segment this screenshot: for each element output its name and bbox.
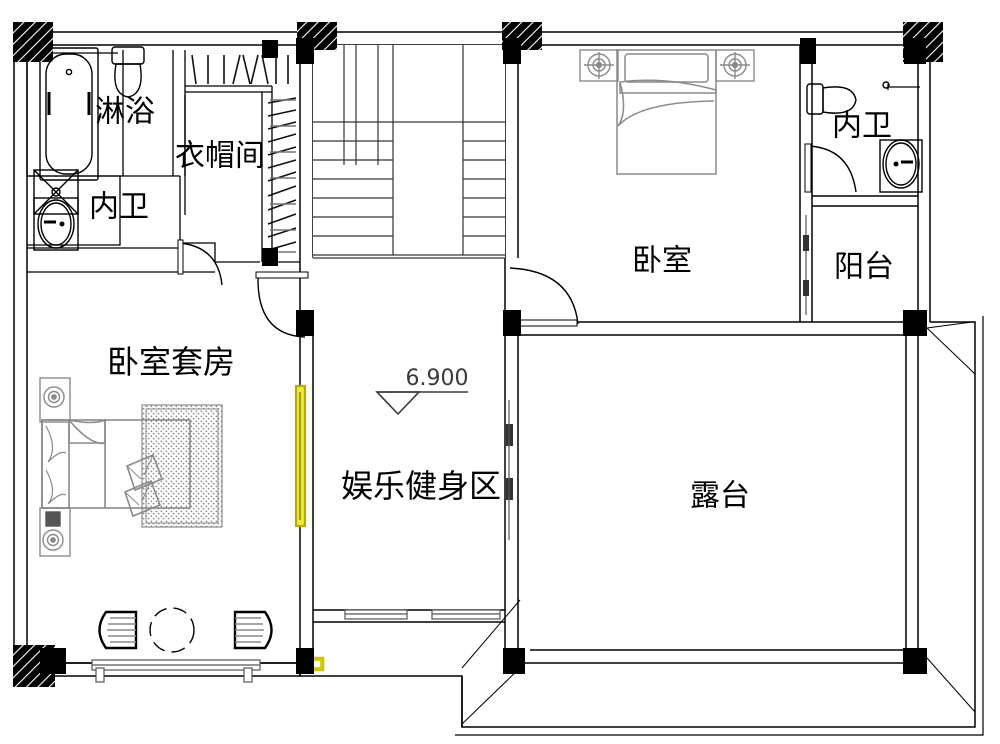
column-solid-i: [903, 310, 927, 336]
staircase: [313, 45, 505, 259]
washbasin-2: [879, 81, 923, 193]
bathtub: [39, 47, 99, 181]
elevation-marker: 6.900: [375, 366, 469, 416]
column-solid-e: [904, 38, 926, 64]
column-solid-l: [903, 648, 927, 674]
column-solid-f: [262, 248, 278, 266]
armchair-l: [98, 610, 138, 650]
room-label-terrace: 露台: [690, 479, 750, 514]
partition-bath-right: [180, 242, 260, 263]
bed-1: [616, 49, 717, 175]
column-solid-a: [262, 40, 278, 58]
door-bath-2[interactable]: [804, 143, 857, 193]
round-table: [149, 607, 195, 653]
column-solid-d: [800, 38, 816, 64]
roof-overhang-outline2: [455, 316, 984, 736]
toilet-1: [111, 46, 145, 98]
glass-wall-terrace: [506, 400, 513, 540]
room-label-inner-bath-2: 内卫: [832, 109, 892, 144]
room-label-inner-bath-1: 内卫: [89, 190, 149, 225]
stair-treads-left: [313, 121, 393, 256]
room-label-shower: 淋浴: [95, 95, 155, 130]
door-stair[interactable]: [255, 271, 309, 338]
nightstand-l: [579, 49, 619, 82]
room-label-group: 淋浴 衣帽间 内卫 卧室套房 娱乐健身区 卧室 内卫 阳台 露台: [89, 95, 894, 514]
elevation-value: 6.900: [406, 366, 469, 391]
door-closet[interactable]: [177, 239, 223, 286]
roof-overhang-outline: [300, 321, 976, 728]
window-yellow[interactable]: [294, 384, 307, 528]
column-solid-g: [296, 310, 314, 336]
column-solid-j: [296, 648, 314, 674]
room-label-bedroom: 卧室: [632, 244, 692, 279]
balcony-glass: [803, 215, 809, 315]
column-solid-k: [503, 648, 525, 674]
column-solid-c: [503, 38, 521, 64]
nightstand-r: [715, 49, 755, 82]
nightstand-suite-bottom: [39, 507, 71, 557]
roof-diagonals: [461, 321, 976, 725]
wardrobe-rods: [191, 54, 297, 253]
room-label-closet: 衣帽间: [175, 139, 265, 174]
stair-treads-right: [463, 121, 505, 256]
toilet-2: [806, 83, 857, 115]
nightstand-suite-top: [39, 377, 71, 423]
armchair-r: [233, 610, 273, 650]
room-label-gym-area: 娱乐健身区: [341, 467, 501, 505]
hanger-top-row: [191, 54, 289, 85]
room-label-balcony: 阳台: [834, 250, 894, 285]
washbasin-1: [33, 197, 79, 251]
sliding-door[interactable]: [344, 609, 501, 620]
column-solid-b: [296, 38, 314, 64]
column-group: [13, 22, 943, 687]
column-solid-m: [40, 648, 66, 674]
column-solid-h: [503, 310, 521, 336]
window-bottom: [91, 659, 261, 683]
column-hatched-tl: [13, 22, 53, 62]
hanger-right-bars: [270, 99, 296, 253]
room-label-master-suite: 卧室套房: [107, 343, 235, 381]
shower-pan: [33, 169, 79, 215]
